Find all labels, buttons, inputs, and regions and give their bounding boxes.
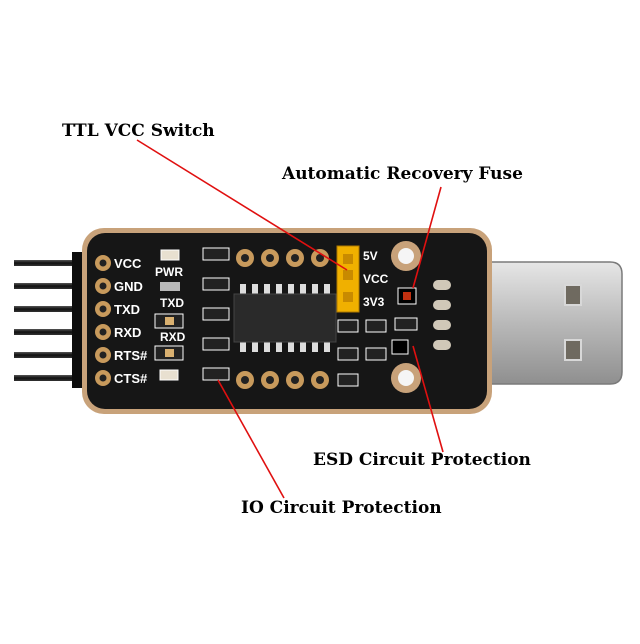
usb-connector <box>454 258 623 388</box>
pin-label-vcc: VCC <box>114 256 142 271</box>
pin-label-gnd: GND <box>114 279 143 294</box>
jumper-label-5v: 5V <box>363 249 378 263</box>
pin-label-rts: RTS# <box>114 348 148 363</box>
led-label-pwr: PWR <box>155 265 183 279</box>
led-label-txd: TXD <box>160 296 184 310</box>
pcb: VCC GND TXD RXD RTS# CTS# PWR TXD RXD <box>82 228 492 414</box>
jumper-label-vcc: VCC <box>363 272 389 286</box>
pin-label-cts: CTS# <box>114 371 148 386</box>
callout-arrows <box>136 139 444 499</box>
callout-io-circuit-protection: IO Circuit Protection <box>241 498 442 518</box>
callout-ttl-vcc-switch: TTL VCC Switch <box>62 121 215 141</box>
led-label-rxd: RXD <box>160 330 186 344</box>
pin-label-rxd: RXD <box>114 325 141 340</box>
callout-esd-circuit-protection: ESD Circuit Protection <box>313 450 531 470</box>
jumper-label-3v3: 3V3 <box>363 295 385 309</box>
main-ic <box>233 284 337 352</box>
ttl-vcc-jumper <box>336 245 360 313</box>
pin-label-txd: TXD <box>114 302 140 317</box>
callout-automatic-recovery-fuse: Automatic Recovery Fuse <box>282 164 523 184</box>
